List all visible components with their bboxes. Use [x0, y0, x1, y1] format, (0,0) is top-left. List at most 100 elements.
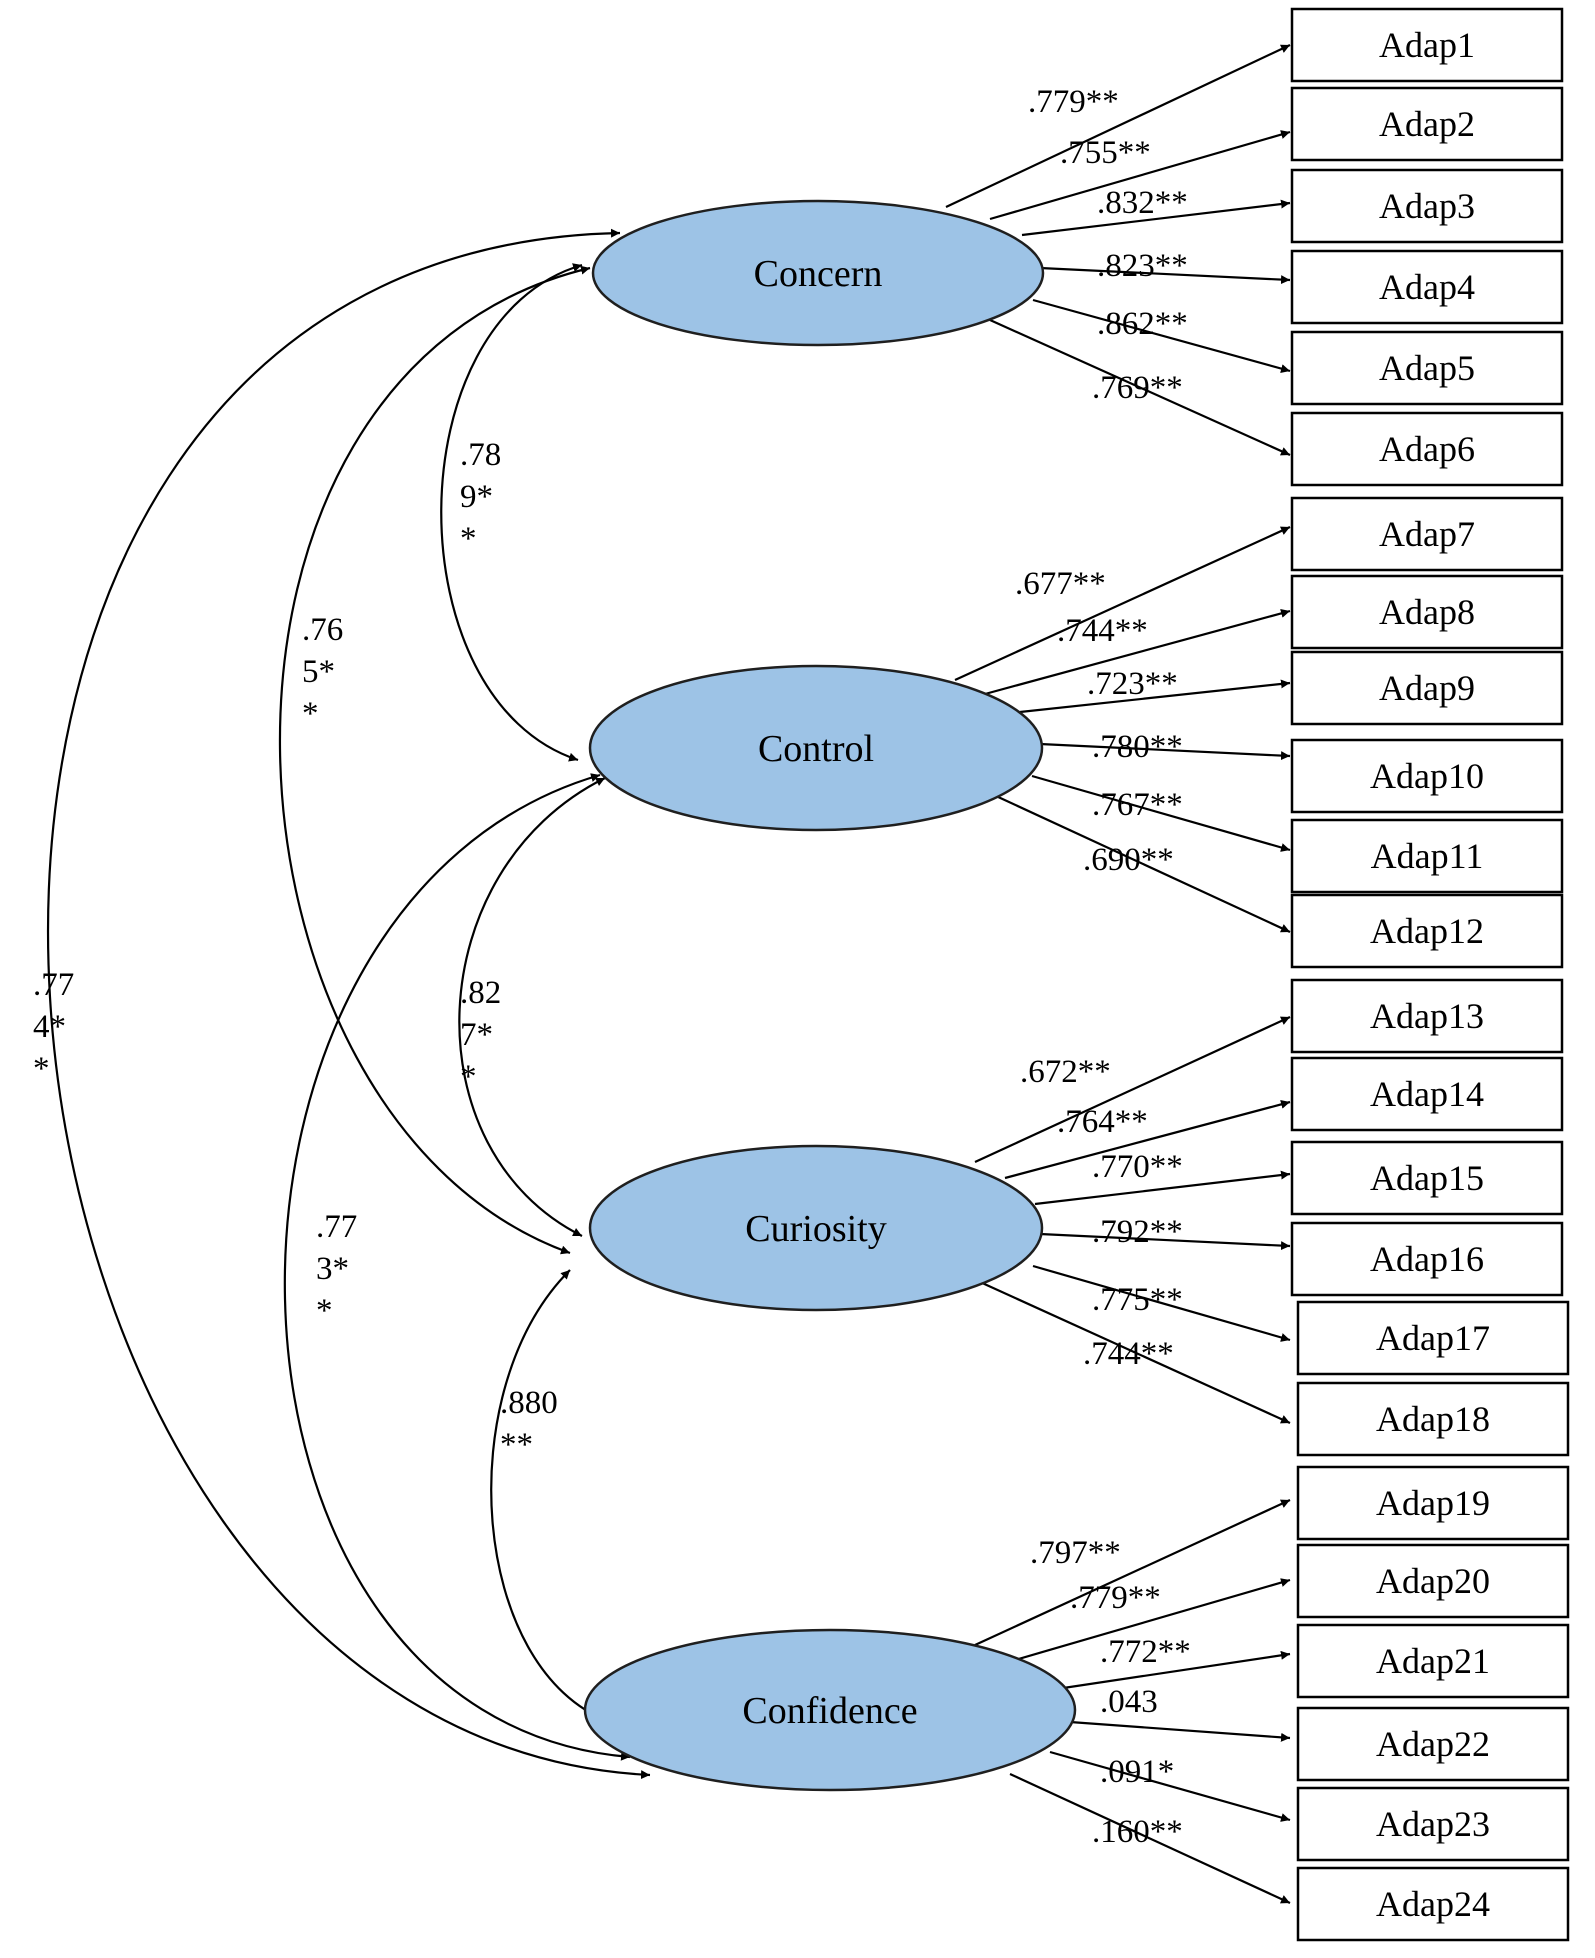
indicator-box — [1290, 249, 1564, 325]
loading-label: .780** — [1092, 729, 1183, 765]
loading-arrow — [1019, 679, 1291, 714]
indicator-box — [1290, 650, 1564, 726]
loading-label: .690** — [1083, 842, 1174, 878]
correlations-layer — [47, 228, 651, 1780]
loading-arrow — [1009, 1773, 1291, 1904]
indicator-box — [1290, 574, 1564, 650]
loading-label: .832** — [1097, 185, 1188, 221]
indicator-label: Adap16 — [1370, 1239, 1484, 1279]
loading-arrow — [1014, 1578, 1291, 1662]
indicator-box — [1290, 330, 1564, 406]
loading-label: .769** — [1092, 370, 1183, 406]
loading-arrow — [1034, 1170, 1291, 1206]
indicator-box — [1290, 738, 1564, 814]
loading-label: .764** — [1057, 1104, 1148, 1140]
loading-label: .755** — [1060, 135, 1151, 171]
loading-label: .744** — [1083, 1336, 1174, 1372]
loading-label: .677** — [1015, 566, 1106, 602]
indicator-box — [1296, 1706, 1570, 1782]
loading-label: .772** — [1100, 1634, 1191, 1670]
indicator-label: Adap6 — [1379, 429, 1475, 469]
latent-factor-label: Curiosity — [745, 1208, 886, 1250]
loading-label: .823** — [1097, 248, 1188, 284]
indicator-box — [1296, 1866, 1570, 1942]
indicator-box — [1290, 7, 1564, 83]
loading-label: .779** — [1070, 1580, 1161, 1616]
indicator-box — [1296, 1465, 1570, 1541]
indicator-label: Adap23 — [1376, 1804, 1490, 1844]
latent-factor-concern — [591, 199, 1045, 347]
nodes-layer: Adap1Adap2Adap3Adap4Adap5Adap6Adap7Adap8… — [583, 7, 1570, 1942]
indicator-box — [1290, 818, 1564, 894]
indicator-label: Adap3 — [1379, 186, 1475, 226]
loading-arrow — [989, 130, 1291, 221]
correlation-arrow — [283, 773, 631, 1761]
indicator-label: Adap11 — [1371, 836, 1484, 876]
latent-factor-label: Confidence — [742, 1690, 917, 1732]
loading-arrow — [989, 318, 1291, 457]
correlation-arrow — [440, 263, 583, 762]
loading-label: .767** — [1092, 787, 1183, 823]
indicator-label: Adap21 — [1376, 1641, 1490, 1681]
latent-factor-confidence — [583, 1628, 1077, 1792]
labels-layer: .779** .755** .832** .823** .862** .769** .677… — [33, 84, 1191, 1850]
loading-label: .779** — [1028, 84, 1119, 120]
correlation-arrow — [490, 1269, 611, 1724]
indicator-box — [1296, 1623, 1570, 1699]
latent-factor-curiosity — [588, 1144, 1044, 1312]
latent-factor-label: Control — [758, 728, 874, 770]
indicator-label: Adap24 — [1376, 1884, 1490, 1924]
loading-arrow — [1049, 1650, 1291, 1692]
loading-label: .770** — [1092, 1149, 1183, 1185]
loading-label: .792** — [1092, 1214, 1183, 1250]
latent-factor-label: Concern — [754, 253, 883, 295]
indicator-box — [1290, 978, 1564, 1054]
indicator-label: Adap18 — [1376, 1399, 1490, 1439]
indicator-box — [1290, 86, 1564, 162]
loading-label: .797** — [1030, 1535, 1121, 1571]
indicator-label: Adap8 — [1379, 592, 1475, 632]
indicator-label: Adap15 — [1370, 1158, 1484, 1198]
loading-arrow — [1039, 1232, 1291, 1251]
indicator-label: Adap2 — [1379, 104, 1475, 144]
loading-arrow — [954, 525, 1291, 682]
loading-arrow — [1039, 742, 1291, 761]
loading-arrow — [1031, 774, 1291, 852]
loading-label: .775** — [1092, 1282, 1183, 1318]
loading-arrow — [1032, 1264, 1291, 1342]
correlation-arrow — [458, 777, 606, 1237]
loading-label: .862** — [1097, 306, 1188, 342]
indicator-box — [1296, 1543, 1570, 1619]
loading-label: .091* — [1100, 1754, 1174, 1790]
loading-label: .723** — [1087, 666, 1178, 702]
indicator-box — [1290, 496, 1564, 572]
indicator-box — [1290, 168, 1564, 244]
correlation-label: .880** — [500, 1385, 558, 1463]
correlation-arrow — [47, 228, 651, 1780]
indicator-label: Adap17 — [1376, 1318, 1490, 1358]
indicator-label: Adap19 — [1376, 1483, 1490, 1523]
latent-factor-control — [588, 664, 1044, 832]
indicator-label: Adap22 — [1376, 1724, 1490, 1764]
loading-arrow — [1049, 1750, 1291, 1822]
indicator-box — [1296, 1381, 1570, 1457]
indicator-label: Adap14 — [1370, 1074, 1484, 1114]
loading-arrow — [974, 1499, 1291, 1646]
loading-label: .672** — [1020, 1054, 1111, 1090]
indicator-label: Adap7 — [1379, 514, 1475, 554]
indicator-box — [1296, 1786, 1570, 1862]
indicator-box — [1290, 1056, 1564, 1132]
loading-arrow — [1069, 1720, 1291, 1742]
indicator-label: Adap4 — [1379, 267, 1475, 307]
edges-layer — [945, 44, 1291, 1904]
indicator-label: Adap20 — [1376, 1561, 1490, 1601]
correlation-arrow — [278, 265, 591, 1255]
loading-arrow — [979, 1280, 1291, 1425]
loading-label: .744** — [1057, 613, 1148, 649]
indicator-label: Adap10 — [1370, 756, 1484, 796]
loading-arrow — [974, 1016, 1291, 1163]
